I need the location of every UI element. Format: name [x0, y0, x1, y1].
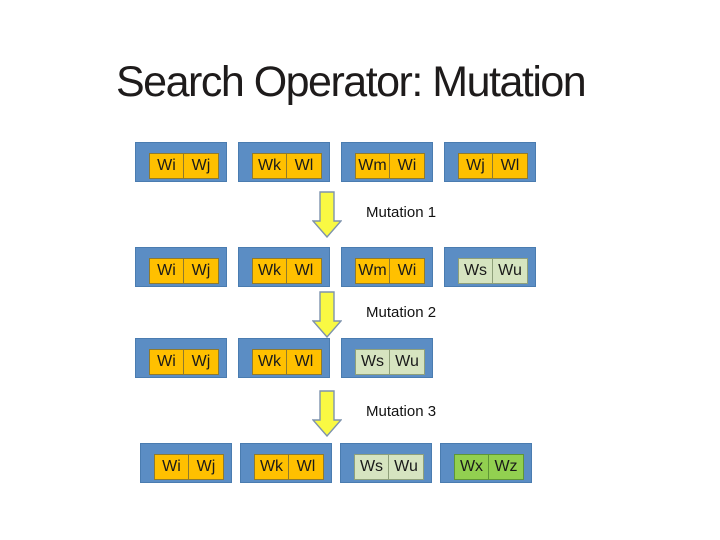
gene-cell: Wi: [390, 153, 425, 179]
mutation-label: Mutation 2: [366, 304, 437, 321]
gene-cell: Wj: [184, 349, 219, 375]
gene-cell: Wl: [289, 454, 324, 480]
gene-cell: Ws: [355, 349, 390, 375]
gene-cell: Wi: [390, 258, 425, 284]
gene-cell: Wz: [489, 454, 524, 480]
mutation-step-1: Mutation 1: [312, 191, 532, 241]
mutation-label: Mutation 1: [366, 204, 437, 221]
down-arrow-icon: [312, 191, 342, 238]
gene-cell: Wl: [287, 258, 322, 284]
gene-cell: Wi: [149, 258, 184, 284]
gene-cell: Wm: [355, 258, 390, 284]
down-arrow-icon: [312, 291, 342, 338]
gene-cell: Wj: [458, 153, 493, 179]
gene-cell: Wk: [252, 349, 287, 375]
gene-cell: Wk: [252, 153, 287, 179]
gene-cell: Ws: [458, 258, 493, 284]
slide-title: Search Operator: Mutation: [116, 58, 587, 106]
down-arrow-icon: [312, 390, 342, 437]
gene-cell: Wl: [287, 349, 322, 375]
gene-cell: Wj: [184, 258, 219, 284]
gene-cell: Wi: [154, 454, 189, 480]
gene-cell: Wm: [355, 153, 390, 179]
mutation-step-2: Mutation 2: [312, 291, 532, 341]
gene-cell: Wx: [454, 454, 489, 480]
gene-cell: Wk: [252, 258, 287, 284]
gene-cell: Wk: [254, 454, 289, 480]
gene-cell: Wu: [390, 349, 425, 375]
gene-cell: Wi: [149, 349, 184, 375]
gene-cell: Wl: [287, 153, 322, 179]
mutation-label: Mutation 3: [366, 403, 437, 420]
gene-cell: Wj: [189, 454, 224, 480]
mutation-step-3: Mutation 3: [312, 390, 532, 440]
gene-cell: Wl: [493, 153, 528, 179]
gene-cell: Wj: [184, 153, 219, 179]
gene-cell: Ws: [354, 454, 389, 480]
gene-cell: Wu: [389, 454, 424, 480]
gene-cell: Wi: [149, 153, 184, 179]
gene-cell: Wu: [493, 258, 528, 284]
